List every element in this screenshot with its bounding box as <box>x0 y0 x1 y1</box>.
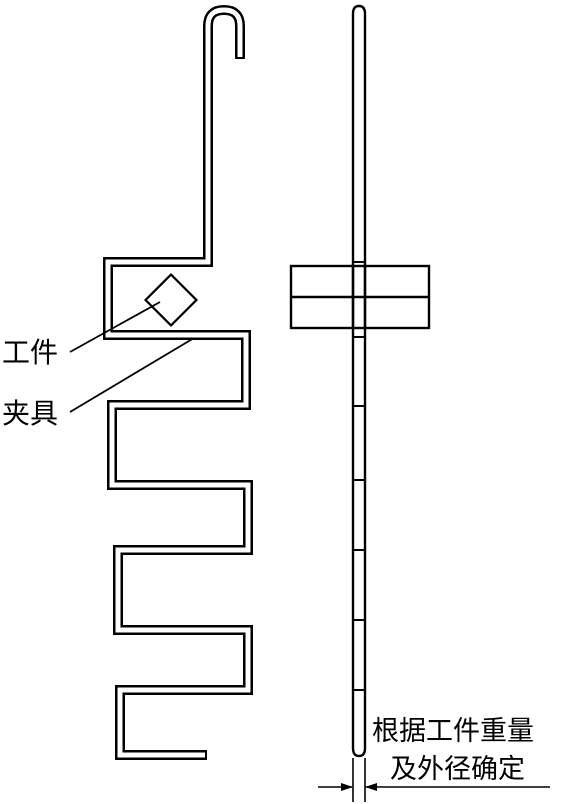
fixture-front-view: 工件 夹具 <box>2 4 253 760</box>
side-rod-ticks <box>353 261 365 691</box>
fixture-label: 夹具 <box>2 397 58 430</box>
fixture-rack-outline <box>103 4 253 760</box>
fixture-leader-line <box>69 337 195 413</box>
fixture-rack-inner <box>105 7 251 758</box>
dimension-note-line2: 及外径确定 <box>390 754 525 785</box>
workpiece-leader-line <box>69 301 161 353</box>
side-rod <box>351 4 367 758</box>
dimension-note-line1: 根据工件重量 <box>372 716 534 747</box>
workpiece-shape <box>143 272 199 328</box>
workpiece-label: 工件 <box>2 336 58 369</box>
fixture-side-view: 根据工件重量 及外径确定 <box>289 4 550 802</box>
